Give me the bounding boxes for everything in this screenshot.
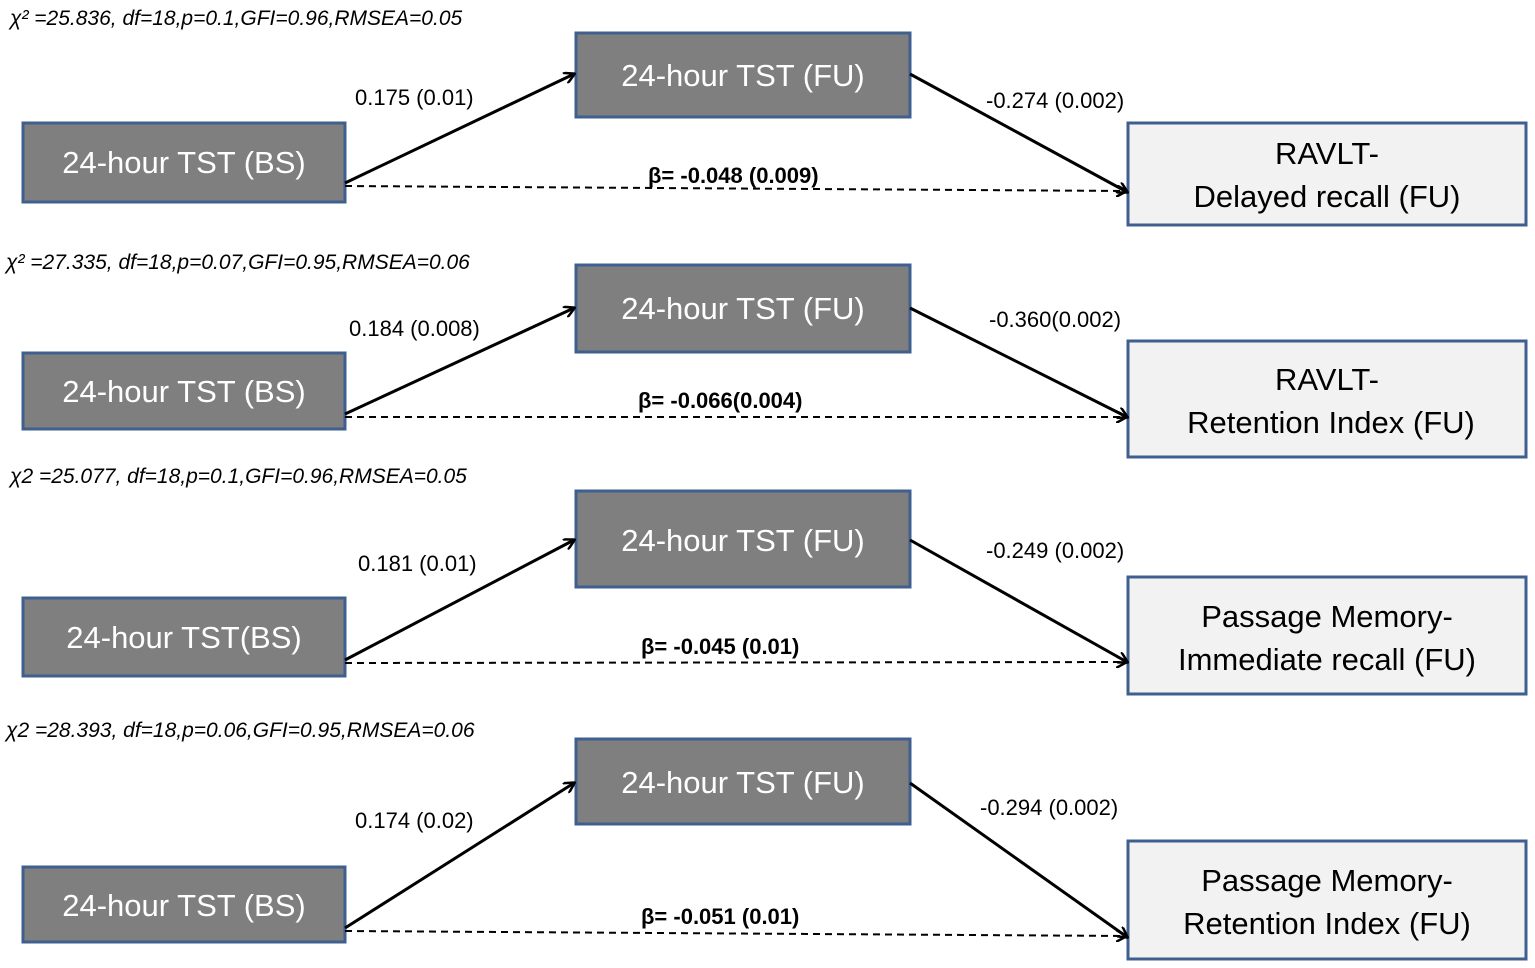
direct-path-arrow: [344, 662, 1126, 663]
path-a-arrow: [344, 74, 574, 185]
direct-effect-beta: β= -0.051 (0.01): [641, 904, 799, 929]
path-b-arrow: [909, 781, 1127, 937]
direct-effect-beta: β= -0.045 (0.01): [641, 634, 799, 659]
path-a-coefficient: 0.175 (0.01): [355, 85, 474, 110]
outcome-node: [1126, 339, 1528, 459]
model-fit-stats: χ² =27.335, df=18,p=0.07,GFI=0.95,RMSEA=…: [4, 251, 470, 274]
path-a-arrow: [344, 540, 574, 662]
path-b-coefficient: -0.249 (0.002): [986, 538, 1124, 563]
bs-node: [21, 351, 347, 431]
outcome-label-line-1: Passage Memory-: [1201, 599, 1453, 634]
bs-node: [21, 121, 347, 204]
fu-node-label: 24-hour TST (FU): [621, 523, 864, 558]
path-b-arrow: [909, 72, 1127, 192]
path-a-coefficient: 0.184 (0.008): [349, 316, 480, 341]
fu-node-label: 24-hour TST (FU): [621, 291, 864, 326]
bs-node: [21, 865, 347, 944]
path-b-arrow: [909, 306, 1127, 417]
direct-path-arrow: [344, 931, 1126, 936]
model-3: χ2 =25.077, df=18,p=0.1,GFI=0.96,RMSEA=0…: [8, 465, 1528, 696]
path-b-coefficient: -0.274 (0.002): [986, 88, 1124, 113]
outcome-label-line-2: Immediate recall (FU): [1178, 642, 1476, 677]
model-fit-stats: χ² =25.836, df=18,p=0.1,GFI=0.96,RMSEA=0…: [8, 7, 462, 30]
outcome-label-line-2: Retention Index (FU): [1183, 906, 1471, 941]
path-b-coefficient: -0.294 (0.002): [980, 795, 1118, 820]
bs-node-label: 24-hour TST(BS): [66, 620, 301, 655]
direct-path-arrow: [344, 186, 1126, 191]
fu-node-label: 24-hour TST (FU): [621, 765, 864, 800]
model-1: χ² =25.836, df=18,p=0.1,GFI=0.96,RMSEA=0…: [8, 7, 1528, 227]
fu-node: [574, 31, 912, 119]
outcome-label-line-1: RAVLT-: [1275, 136, 1379, 171]
path-a-arrow: [344, 308, 574, 416]
path-a-arrow: [344, 783, 574, 930]
bs-node: [21, 596, 347, 678]
model-fit-stats: χ2 =28.393, df=18,p=0.06,GFI=0.95,RMSEA=…: [4, 719, 475, 742]
outcome-label-line-2: Retention Index (FU): [1187, 405, 1475, 440]
fu-node-label: 24-hour TST (FU): [621, 58, 864, 93]
outcome-label-line-1: Passage Memory-: [1201, 863, 1453, 898]
outcome-label-line-1: RAVLT-: [1275, 362, 1379, 397]
model-2: χ² =27.335, df=18,p=0.07,GFI=0.95,RMSEA=…: [4, 251, 1528, 459]
path-a-coefficient: 0.174 (0.02): [355, 808, 474, 833]
bs-node-label: 24-hour TST (BS): [62, 145, 306, 180]
bs-node-label: 24-hour TST (BS): [62, 374, 306, 409]
fu-node: [574, 737, 912, 826]
outcome-label-line-2: Delayed recall (FU): [1193, 179, 1460, 214]
outcome-node: [1126, 575, 1528, 696]
model-4: χ2 =28.393, df=18,p=0.06,GFI=0.95,RMSEA=…: [4, 719, 1528, 961]
direct-effect-beta: β= -0.066(0.004): [638, 388, 802, 413]
path-a-coefficient: 0.181 (0.01): [358, 551, 477, 576]
path-b-coefficient: -0.360(0.002): [989, 307, 1121, 332]
model-fit-stats: χ2 =25.077, df=18,p=0.1,GFI=0.96,RMSEA=0…: [8, 465, 467, 488]
bs-node-label: 24-hour TST (BS): [62, 888, 306, 923]
path-b-arrow: [909, 538, 1127, 662]
outcome-node: [1126, 839, 1528, 961]
direct-effect-beta: β= -0.048 (0.009): [648, 163, 819, 188]
outcome-node: [1126, 121, 1528, 227]
